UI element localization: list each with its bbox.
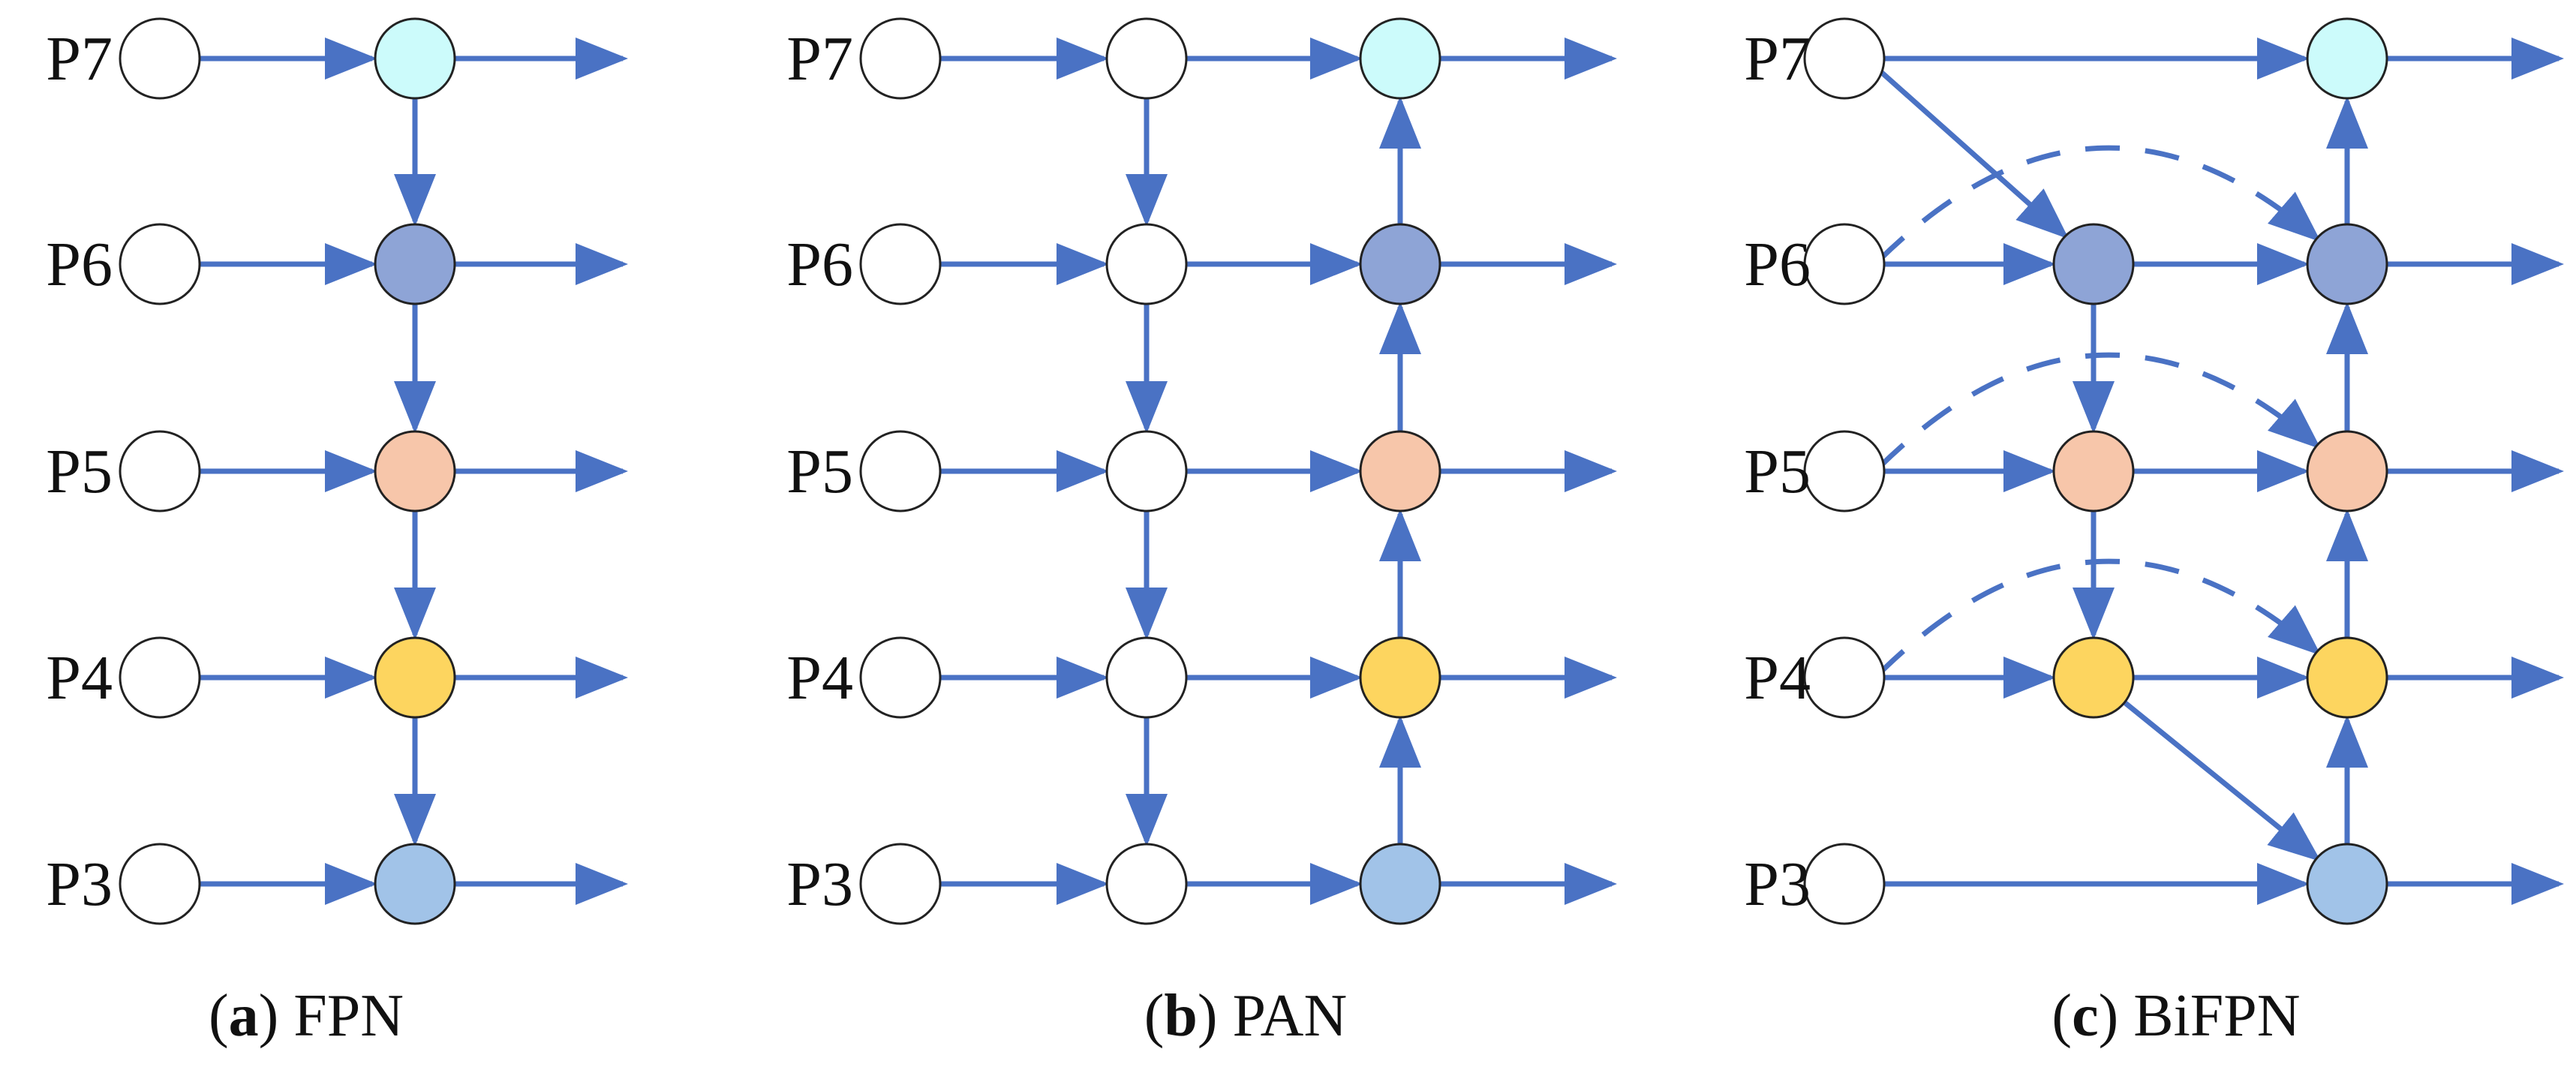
caption-fpn: (a)FPN bbox=[209, 983, 404, 1049]
fpn-input-node-p7 bbox=[119, 17, 201, 100]
fpn-input-node-p5 bbox=[119, 430, 201, 512]
fpn-input-node-p6 bbox=[119, 223, 201, 305]
caption-letter: a bbox=[229, 983, 259, 1049]
bifpn-input-node-p4 bbox=[1803, 636, 1886, 719]
bifpn-output-node-p3 bbox=[2306, 843, 2388, 925]
bifpn-intermediate-node-p6 bbox=[2052, 223, 2135, 305]
edges-layer bbox=[200, 38, 2564, 905]
fpn-input-node-p4 bbox=[119, 636, 201, 719]
fpn-label-p3: P3 bbox=[46, 849, 113, 919]
caption-name: FPN bbox=[293, 983, 404, 1049]
caption-paren-close: ) bbox=[259, 983, 279, 1049]
nodes-layer bbox=[119, 17, 2388, 925]
caption-letter: b bbox=[1164, 983, 1198, 1049]
pan-intermediate-node-p6 bbox=[1105, 223, 1188, 305]
caption-name: BiFPN bbox=[2133, 983, 2300, 1049]
bifpn-input-node-p5 bbox=[1803, 430, 1886, 512]
bifpn-input-node-p6 bbox=[1803, 223, 1886, 305]
pan-intermediate-node-p7 bbox=[1105, 17, 1188, 100]
caption-pan: (b)PAN bbox=[1144, 983, 1347, 1049]
caption-paren-open: ( bbox=[209, 983, 229, 1049]
bifpn-intermediate-node-p5 bbox=[2052, 430, 2135, 512]
pan-label-p7: P7 bbox=[786, 24, 853, 94]
fpn-label-p7: P7 bbox=[46, 24, 113, 94]
bifpn-skip-arrow-p4 bbox=[1876, 558, 2322, 677]
bifpn-label-p5: P5 bbox=[1744, 437, 1811, 506]
pan-output-node-p7 bbox=[1359, 17, 1441, 100]
fpn-label-p5: P5 bbox=[46, 437, 113, 506]
pan-output-node-p3 bbox=[1359, 843, 1441, 925]
caption-paren-open: ( bbox=[2051, 983, 2072, 1049]
bifpn-output-node-p5 bbox=[2306, 430, 2388, 512]
pan-input-node-p5 bbox=[859, 430, 942, 512]
pan-label-p4: P4 bbox=[786, 643, 853, 713]
pan-intermediate-node-p4 bbox=[1105, 636, 1188, 719]
pan-label-p5: P5 bbox=[786, 437, 853, 506]
fpn-output-node-p7 bbox=[374, 17, 456, 100]
fpn-input-node-p3 bbox=[119, 843, 201, 925]
fpn-output-node-p6 bbox=[374, 223, 456, 305]
caption-paren-close: ) bbox=[1198, 983, 1218, 1049]
pan-label-p6: P6 bbox=[786, 230, 853, 299]
pan-input-node-p3 bbox=[859, 843, 942, 925]
pan-input-node-p7 bbox=[859, 17, 942, 100]
pan-input-node-p4 bbox=[859, 636, 942, 719]
caption-paren-close: ) bbox=[2099, 983, 2119, 1049]
fpn-label-p6: P6 bbox=[46, 230, 113, 299]
pan-output-node-p4 bbox=[1359, 636, 1441, 719]
pan-label-p3: P3 bbox=[786, 849, 853, 919]
pan-intermediate-node-p5 bbox=[1105, 430, 1188, 512]
caption-name: PAN bbox=[1233, 983, 1348, 1049]
bifpn-output-node-p6 bbox=[2306, 223, 2388, 305]
pan-output-node-p6 bbox=[1359, 223, 1441, 305]
fpn-label-p4: P4 bbox=[46, 643, 113, 713]
bifpn-label-p7: P7 bbox=[1744, 24, 1811, 94]
pan-output-node-p5 bbox=[1359, 430, 1441, 512]
bifpn-output-node-p4 bbox=[2306, 636, 2388, 719]
bifpn-output-node-p7 bbox=[2306, 17, 2388, 100]
fpn-output-node-p5 bbox=[374, 430, 456, 512]
bifpn-skip-arrow-p5 bbox=[1876, 352, 2322, 470]
pan-input-node-p6 bbox=[859, 223, 942, 305]
caption-bifpn: (c)BiFPN bbox=[2051, 983, 2300, 1049]
bifpn-diagonal-arrow-p4-p3 bbox=[2121, 699, 2322, 862]
caption-letter: c bbox=[2072, 983, 2099, 1049]
fpn-output-node-p4 bbox=[374, 636, 456, 719]
bifpn-diagonal-arrow-p7-p6 bbox=[1872, 64, 2070, 239]
bifpn-skip-arrow-p6 bbox=[1876, 145, 2322, 263]
bifpn-intermediate-node-p4 bbox=[2052, 636, 2135, 719]
bifpn-input-node-p7 bbox=[1803, 17, 1886, 100]
bifpn-label-p3: P3 bbox=[1744, 849, 1811, 919]
pan-intermediate-node-p3 bbox=[1105, 843, 1188, 925]
bifpn-label-p4: P4 bbox=[1744, 643, 1811, 713]
caption-paren-open: ( bbox=[1144, 983, 1165, 1049]
bifpn-input-node-p3 bbox=[1803, 843, 1886, 925]
bifpn-label-p6: P6 bbox=[1744, 230, 1811, 299]
fpn-output-node-p3 bbox=[374, 843, 456, 925]
